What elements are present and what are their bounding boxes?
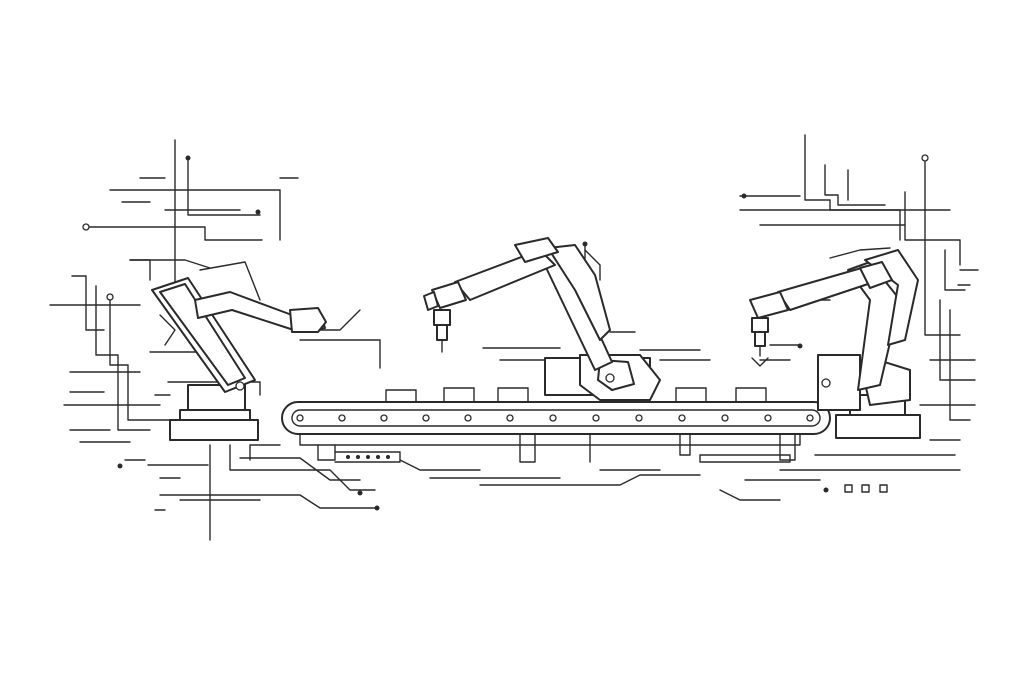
products-on-belt <box>385 387 767 403</box>
circuit-traces-left <box>49 139 381 541</box>
robot-arm-middle <box>423 237 661 401</box>
robot-arm-left <box>129 259 327 441</box>
robot-arm-right <box>749 247 921 439</box>
circuit-traces-middle <box>399 241 711 486</box>
conveyor-belt <box>249 387 831 463</box>
conveyor-rollers <box>296 414 814 422</box>
